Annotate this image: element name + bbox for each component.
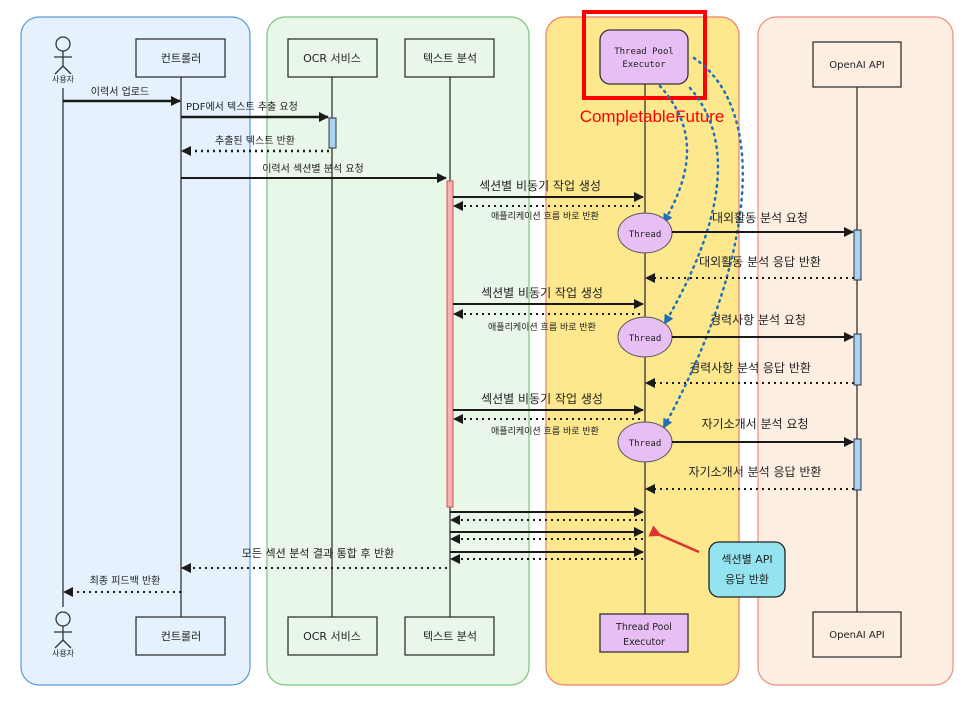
- executor-label-top-1: Thread Pool: [614, 47, 674, 57]
- intro-request-label: 자기소개서 분석 요청: [702, 417, 809, 431]
- completablefuture-highlight: [582, 10, 707, 100]
- openai-label-top: OpenAI API: [829, 60, 885, 71]
- thread-2-label: Thread: [629, 334, 662, 344]
- completablefuture-label: CompletableFuture: [580, 107, 725, 126]
- thread-3-label: Thread: [629, 439, 662, 449]
- openai-activation-3: [853, 438, 862, 491]
- callout-line-2: 응답 반환: [725, 573, 769, 586]
- section-analysis-label: 이력서 섹션별 분석 요청: [262, 163, 364, 175]
- text-analysis-box-top: [404, 38, 495, 78]
- activity-request-label: 대외활동 분석 요청: [712, 211, 808, 225]
- async-create-1-label: 섹션별 비동기 작업 생성: [479, 179, 601, 193]
- user-actor-bottom: [54, 611, 72, 649]
- final-feedback-label: 최종 피드백 반환: [90, 575, 161, 587]
- controller-box-top: [135, 38, 226, 78]
- upload-label: 이력서 업로드: [91, 85, 149, 98]
- openai-activation-1: [853, 229, 862, 281]
- client-lane: [20, 16, 251, 686]
- callout-line-1: 섹션별 API: [721, 553, 772, 566]
- openai-box-bottom: [812, 611, 902, 658]
- activity-response-label: 대외활동 분석 응답 반환: [699, 255, 821, 269]
- ocr-activation: [328, 117, 337, 149]
- text-analysis-box-bottom: [404, 616, 495, 656]
- user-label-bottom: 사용자: [52, 649, 75, 658]
- async-create-2-label: 섹션별 비동기 작업 생성: [481, 286, 603, 300]
- ocr-box-bottom: [287, 616, 378, 656]
- async-create-3-label: 섹션별 비동기 작업 생성: [481, 392, 603, 406]
- executor-box-top: [599, 29, 689, 85]
- user-label-top: 사용자: [52, 75, 75, 84]
- ocr-label-top: OCR 서비스: [303, 52, 361, 65]
- user-actor-top: [54, 36, 72, 75]
- text-analysis-label-bottom: 텍스트 분석: [423, 630, 477, 643]
- pdf-extract-label: PDF에서 텍스트 추출 요청: [186, 101, 298, 113]
- executor-box-bottom: [599, 613, 689, 653]
- openai-activation-2: [853, 333, 862, 386]
- app-return-1-label: 애플리케이션 흐름 바로 반환: [491, 210, 599, 222]
- executor-label-bottom-1: Thread Pool: [615, 622, 672, 633]
- executor-label-top-2: Executor: [622, 60, 666, 70]
- openai-box-top: [812, 41, 902, 88]
- controller-label-bottom: 컨트롤러: [161, 630, 201, 643]
- openai-label-bottom: OpenAI API: [829, 630, 885, 641]
- text-analysis-activation: [446, 180, 454, 508]
- dispatch-curve-3: [662, 56, 745, 429]
- text-analysis-label-top: 텍스트 분석: [423, 52, 477, 65]
- merge-return-label: 모든 섹션 분석 결과 통합 후 반환: [242, 547, 395, 560]
- ocr-label-bottom: OCR 서비스: [303, 630, 361, 643]
- app-return-3-label: 애플리케이션 흐름 바로 반환: [491, 425, 599, 437]
- dispatch-curve-1: [658, 84, 689, 224]
- controller-label-top: 컨트롤러: [161, 52, 201, 65]
- callout-box: [708, 541, 786, 598]
- ocr-box-top: [287, 38, 378, 78]
- extracted-return-label: 추출된 텍스트 반환: [215, 135, 295, 147]
- callout-arrow: [648, 525, 700, 554]
- thread-1-label: Thread: [629, 230, 662, 240]
- career-request-label: 경력사항 분석 요청: [710, 313, 806, 327]
- executor-label-bottom-2: Executor: [623, 637, 665, 648]
- controller-box-bottom: [135, 616, 226, 656]
- career-response-label: 경력사항 분석 응답 반환: [689, 361, 811, 375]
- intro-response-label: 자기소개서 분석 응답 반환: [689, 465, 822, 479]
- dispatch-curve-2: [663, 86, 720, 325]
- app-return-2-label: 애플리케이션 흐름 바로 반환: [488, 321, 596, 333]
